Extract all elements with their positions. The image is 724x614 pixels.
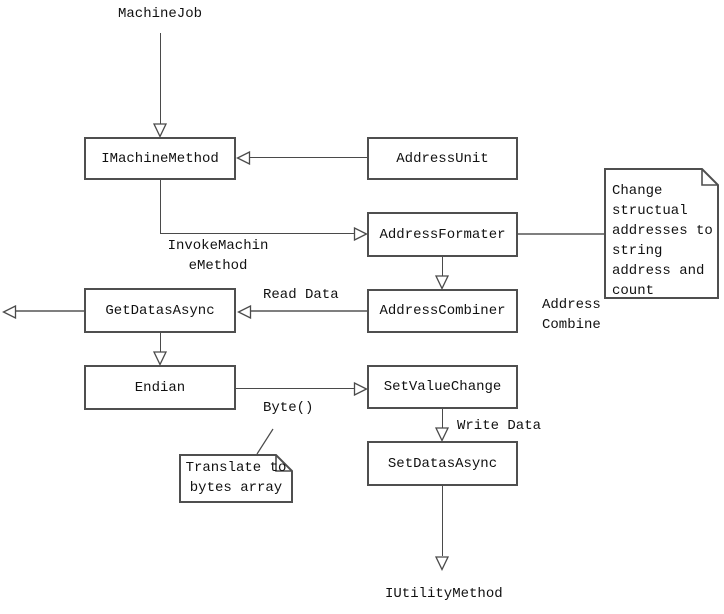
edge-imachinemethod-to-addressformater-vline [160, 180, 161, 234]
arrowhead-right-setvaluechange [353, 382, 368, 396]
node-endian: Endian [84, 365, 236, 410]
arrowhead-down-addresscombiner [434, 275, 450, 290]
edge-addressunit-to-imachinemethod-line [249, 157, 367, 158]
arrowhead-left-offcanvas [2, 305, 17, 319]
arrowhead-down-iutilitymethod [434, 556, 450, 571]
edge-getdatasasync-to-left-line [15, 310, 84, 312]
node-addressformater: AddressFormater [367, 212, 518, 257]
label-invokemachinemethod: InvokeMachin eMethod [167, 238, 269, 274]
arrowhead-right-addressformater [353, 227, 368, 241]
note-shape [179, 454, 293, 503]
note-leader-line [256, 428, 274, 455]
edge-imachinemethod-to-addressformater-hline [160, 233, 354, 234]
label-machinejob: MachineJob [118, 6, 203, 22]
arrowhead-down-setdatasasync [434, 427, 450, 442]
edge-machinejob-to-imachinemethod-line [160, 33, 161, 124]
label-byte: Byte() [263, 400, 314, 416]
note-change-addresses-text: Change structual addresses to string add… [612, 183, 713, 299]
node-addressunit: AddressUnit [367, 137, 518, 180]
edge-setvaluechange-to-setdatasasync-line [442, 409, 443, 428]
edge-addresscombiner-to-getdatasasync-line [250, 310, 367, 312]
node-getdatasasync: GetDatasAsync [84, 288, 236, 333]
node-setvaluechange: SetValueChange [367, 365, 518, 409]
note-shape [604, 168, 719, 299]
edge-getdatasasync-to-endian-line [160, 333, 161, 352]
arrowhead-left-imachinemethod [236, 151, 251, 165]
node-setdatasasync: SetDatasAsync [367, 441, 518, 486]
label-iutilitymethod: IUtilityMethod [385, 586, 503, 602]
label-read-data: Read Data [263, 287, 339, 303]
arrowhead-left-getdatasasync [237, 305, 252, 319]
edge-endian-to-setvaluechange-line [236, 388, 354, 389]
node-imachinemethod: IMachineMethod [84, 137, 236, 180]
edge-addressformater-to-addresscombiner-line [442, 257, 443, 276]
note-translate-bytes-text: Translate to bytes array [185, 460, 287, 496]
note-change-addresses: Change structual addresses to string add… [604, 168, 720, 300]
edge-setdatasasync-to-iutilitymethod-line [442, 486, 443, 556]
label-address-combine: Address Combine [542, 297, 601, 333]
arrowhead-down-endian [152, 351, 168, 366]
node-addresscombiner: AddressCombiner [367, 289, 518, 333]
label-write-data: Write Data [457, 418, 542, 434]
arrowhead-down-imachinemethod [152, 123, 168, 138]
note-translate-bytes: Translate to bytes array [179, 454, 293, 504]
edge-addressformater-to-note-line [518, 233, 604, 235]
